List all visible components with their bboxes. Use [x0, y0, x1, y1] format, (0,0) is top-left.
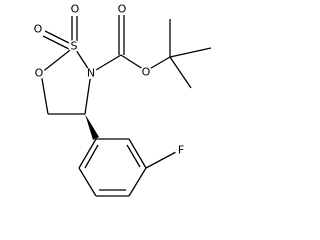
- bond-ar-3-4: [128, 167, 147, 197]
- atom-sulfur: S: [71, 40, 78, 53]
- atom-sulfonyl-oxygen-top: O: [71, 3, 80, 16]
- bond-ar-inner-3: [84, 144, 99, 169]
- bond-ar-2-3: [128, 138, 147, 169]
- bond-ar-6-1: [78, 138, 97, 169]
- atom-carbonyl-oxygen: O: [118, 3, 127, 16]
- atom-fluorine: F: [178, 144, 184, 157]
- bond-chiral-n: [84, 72, 92, 115]
- bond-s-o-ring: [40, 46, 75, 74]
- bond-ar-5-6: [78, 167, 97, 197]
- bond-s-o-left-b: [42, 35, 72, 51]
- stereo-wedge-bond: [85, 114, 99, 140]
- bond-tbu-methyl-right: [169, 47, 212, 58]
- molecule-structure: S N O O O O O F: [32, 3, 212, 197]
- bond-o-ring-ch2: [40, 72, 49, 115]
- bond-c-f: [145, 151, 177, 169]
- atom-nitrogen: N: [87, 67, 95, 80]
- bond-tbu-methyl-down: [169, 56, 192, 89]
- atom-sulfonyl-oxygen-left: O: [34, 23, 43, 36]
- bond-ar-inner-1: [126, 144, 141, 168]
- atom-ester-oxygen: O: [142, 66, 151, 79]
- atom-ring-oxygen: O: [35, 67, 44, 80]
- bond-s-o-left-a: [44, 30, 74, 46]
